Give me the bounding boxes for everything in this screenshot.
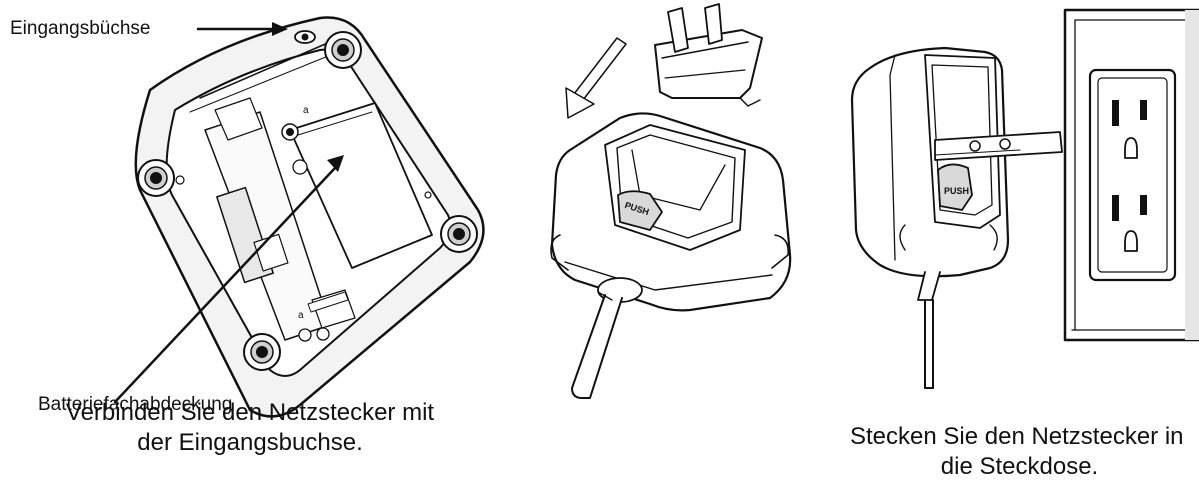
label-input-socket: Eingangsbüchse [10,18,151,39]
caption-left-line1: Verbinden Sie den Netzstecker mit [65,399,435,426]
insertion-arrow-icon [565,37,627,119]
scale-underside: a a [134,16,485,418]
scale-foot [440,215,478,253]
adapter-side-view: PUSH [850,46,1063,389]
label-arrows [113,22,344,404]
caption-right: Stecken Sie den Netzstecker in die Steck… [840,422,1199,482]
battery-cover [289,102,433,269]
arrow-head-icon [272,22,288,36]
adapter-assembly: PUSH [550,3,792,399]
caption-left-line2: der Eingangsbuchse. [137,429,363,456]
caption-left: Verbinden Sie den Netzstecker mit der Ei… [50,398,450,458]
plug-head [654,3,763,107]
label-battery-cover: Batteriefachabdeckung [38,394,233,415]
wall-outlet [1063,8,1199,342]
arrow-head-icon [327,155,344,172]
push-label: PUSH [944,186,969,196]
marking-a: a [298,310,304,321]
adapter-body: PUSH [550,112,792,312]
scale-foot [324,31,362,69]
marking-a-top: a [303,105,309,116]
caption-right-line2: die Steckdose. [940,453,1099,480]
caption-right-line1: Stecken Sie den Netzstecker in [850,423,1184,450]
scale-foot [137,159,175,197]
power-cord [571,277,643,399]
scale-foot [243,333,281,371]
